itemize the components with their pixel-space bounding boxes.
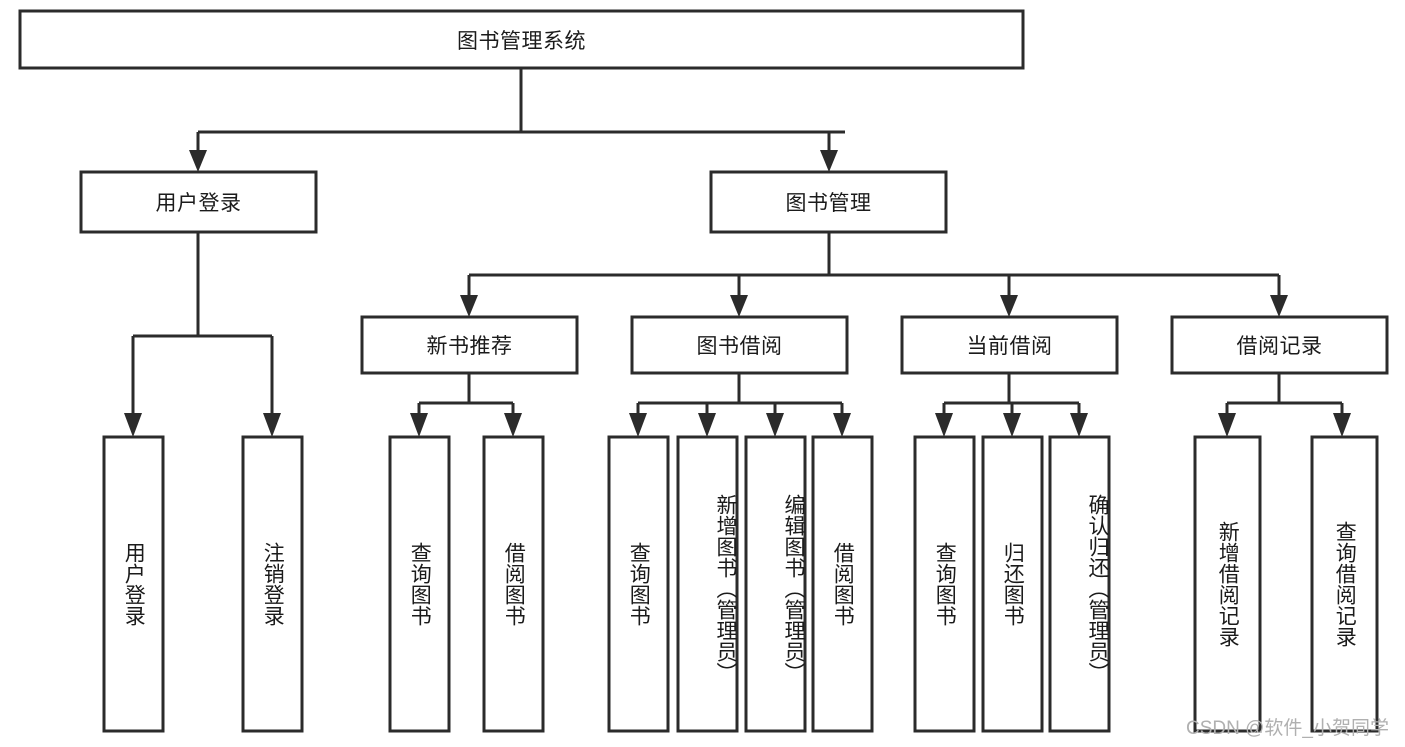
node-leaf-borrow-book-1[interactable] [482,435,545,733]
connector-bookborrow-to-leaves [629,373,851,437]
node-leaf-return-book[interactable] [981,435,1044,733]
node-leaf-query-book-1[interactable] [388,435,451,733]
connector-bookmgmt-to-level3 [460,232,1288,317]
node-leaf-confirm-return[interactable] [1048,435,1111,733]
node-book-management[interactable] [709,170,948,234]
node-leaf-query-book-3[interactable] [913,435,976,733]
node-borrow-record[interactable] [1170,315,1389,375]
node-leaf-query-record[interactable] [1310,435,1379,733]
node-current-borrow[interactable] [900,315,1119,375]
node-leaf-borrow-book-2[interactable] [811,435,874,733]
node-leaf-user-login[interactable] [102,435,165,733]
node-leaf-add-book[interactable] [676,435,739,733]
connector-newbook-to-leaves [410,373,522,437]
connector-userlogin-to-leaves [124,232,281,437]
node-leaf-query-book-2[interactable] [607,435,670,733]
node-user-login[interactable] [79,170,318,234]
node-leaf-edit-book[interactable] [744,435,807,733]
node-leaf-logout-login[interactable] [241,435,304,733]
node-leaf-add-record[interactable] [1193,435,1262,733]
connector-currentborrow-to-leaves [935,373,1088,437]
node-new-book-recommend[interactable] [360,315,579,375]
node-root[interactable] [18,9,1025,70]
node-book-borrow[interactable] [630,315,849,375]
connector-borrowrecord-to-leaves [1218,373,1351,437]
connector-root-to-level2 [189,68,845,172]
